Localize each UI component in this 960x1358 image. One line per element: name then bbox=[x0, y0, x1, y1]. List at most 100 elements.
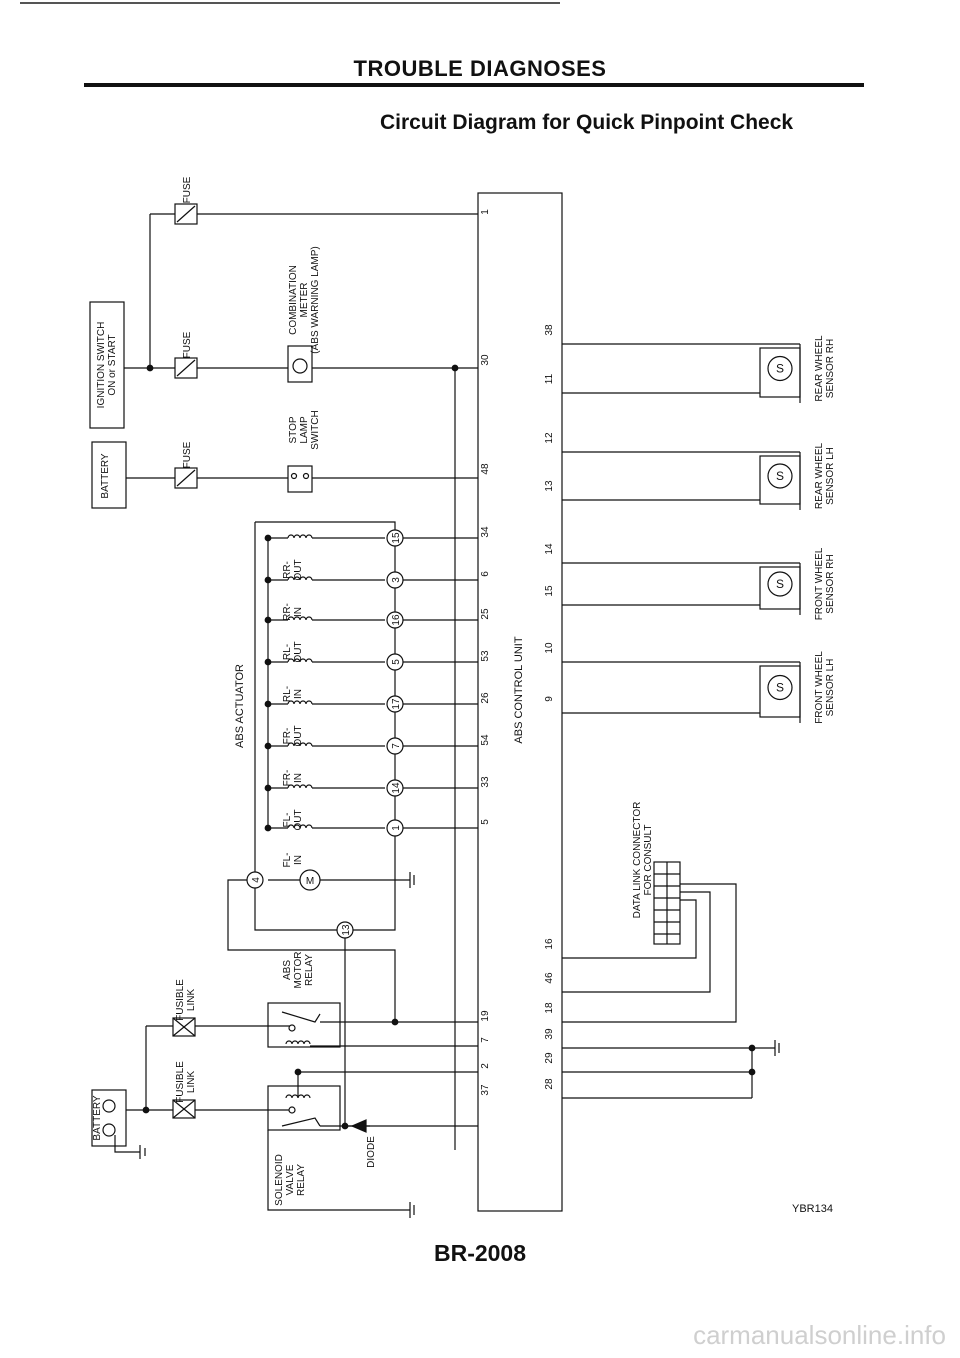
actuator-pin-circle bbox=[386, 571, 404, 589]
cu-left-pin: 33 bbox=[480, 776, 491, 788]
cu-left-pin: 25 bbox=[480, 608, 491, 620]
junction-dot bbox=[264, 616, 272, 624]
cu-left-pin: 30 bbox=[480, 354, 491, 366]
junction-dot bbox=[451, 364, 459, 372]
solenoid-label-line: FR- bbox=[282, 770, 293, 787]
fusible-link-element bbox=[172, 1099, 196, 1119]
figure-id: YBR134 bbox=[792, 1203, 833, 1215]
cu-left-pin: 19 bbox=[480, 1010, 491, 1022]
actuator-pin-circle bbox=[386, 653, 404, 671]
wheel-sensor-box bbox=[759, 566, 801, 610]
relay-contact bbox=[288, 1024, 296, 1032]
solenoid-coil bbox=[305, 824, 313, 829]
junction-dot bbox=[341, 1122, 349, 1130]
solenoid-label-line: IN bbox=[293, 689, 304, 699]
solenoid-valve-relay-label-line: VALVE bbox=[285, 1164, 296, 1195]
actuator-pin-circle bbox=[336, 921, 354, 939]
junction-dot bbox=[142, 1106, 150, 1114]
abs-control-unit-label: ABS CONTROL UNIT bbox=[513, 636, 525, 743]
relay-coil bbox=[285, 1040, 311, 1045]
cu-right-pin: 38 bbox=[544, 324, 555, 336]
junction-dot bbox=[146, 364, 154, 372]
solenoid-label-line: OUT bbox=[293, 725, 304, 746]
actuator-pin-circle bbox=[386, 611, 404, 629]
data-link-connector-label-line: FOR CONSULT bbox=[643, 825, 654, 896]
cu-right-pin: 29 bbox=[544, 1052, 555, 1064]
solenoid-label-line: RR- bbox=[282, 561, 293, 579]
warning-lamp-symbol bbox=[292, 358, 308, 374]
junction-dot bbox=[391, 1018, 399, 1026]
abs-motor-relay-box bbox=[267, 1002, 341, 1048]
junction-dot bbox=[264, 700, 272, 708]
fusible-link-label-line: FUSIBLE bbox=[175, 1061, 186, 1103]
junction-dot bbox=[264, 742, 272, 750]
battery-top-label: BATTERY bbox=[100, 453, 111, 499]
solenoid-coil bbox=[299, 700, 307, 705]
abs-motor-relay-label-line: ABS bbox=[282, 960, 293, 980]
actuator-pin-circle bbox=[386, 737, 404, 755]
actuator-pin-circle bbox=[386, 695, 404, 713]
cu-right-pin: 16 bbox=[544, 938, 555, 950]
abs-actuator-outline bbox=[254, 521, 396, 931]
cu-left-pin: 26 bbox=[480, 692, 491, 704]
junction-dot bbox=[264, 576, 272, 584]
fusible-link-1 bbox=[172, 1017, 196, 1037]
solenoid-label-line: IN bbox=[293, 773, 304, 783]
relay-switch bbox=[281, 1117, 321, 1127]
sensor-s: S bbox=[776, 469, 784, 483]
cu-right-pin: 39 bbox=[544, 1028, 555, 1040]
fuse-top bbox=[174, 203, 198, 225]
watermark: carmanualsonline.info bbox=[693, 1320, 946, 1350]
battery-top-box bbox=[91, 441, 127, 509]
cu-left-pin: 54 bbox=[480, 734, 491, 746]
fusible-link-label-line: FUSIBLE bbox=[175, 979, 186, 1021]
battery-terminal bbox=[102, 1123, 116, 1137]
sensor-s: S bbox=[776, 577, 784, 591]
switch-contact bbox=[302, 472, 310, 480]
solenoid-coil bbox=[305, 658, 313, 663]
solenoid-label-line: OUT bbox=[293, 809, 304, 830]
abs-control-unit-box bbox=[477, 192, 563, 1212]
combination-meter-label-line: (ABS WARNING LAMP) bbox=[310, 246, 321, 353]
actuator-pin-circle bbox=[386, 779, 404, 797]
cu-right-pin: 10 bbox=[544, 642, 555, 654]
cu-right-pin: 14 bbox=[544, 543, 555, 555]
switch-contact bbox=[290, 472, 298, 480]
abs-actuator-label: ABS ACTUATOR bbox=[234, 664, 246, 748]
fusible-link-2 bbox=[172, 1099, 196, 1119]
battery-bottom-box bbox=[91, 1089, 127, 1147]
cu-right-pin: 18 bbox=[544, 1002, 555, 1014]
cu-right-pin: 28 bbox=[544, 1078, 555, 1090]
actuator-pin-number: 13 bbox=[341, 924, 352, 936]
relay-contact bbox=[288, 1106, 296, 1114]
ignition-switch-box bbox=[89, 301, 125, 429]
cu-left-pin: 37 bbox=[480, 1084, 491, 1096]
solenoid-coil bbox=[299, 534, 307, 539]
cu-left-pin: 7 bbox=[480, 1037, 491, 1043]
fuse-label: FUSE bbox=[182, 331, 193, 358]
solenoid-valve-relay-label-line: SOLENOID bbox=[274, 1154, 285, 1206]
fuse-top-element bbox=[176, 205, 196, 223]
junction-dot bbox=[264, 658, 272, 666]
page-title: TROUBLE DIAGNOSES bbox=[353, 56, 607, 81]
solenoid-label-line: OUT bbox=[293, 641, 304, 662]
solenoid-label-line: RL- bbox=[282, 686, 293, 702]
wire-solenoid-common-feed bbox=[344, 938, 370, 1127]
actuator-pin-number: 5 bbox=[391, 659, 402, 665]
combination-meter-label-line: METER bbox=[299, 283, 310, 318]
ignition-switch-label-line: ON or START bbox=[107, 334, 118, 395]
solenoid-label-line: FR- bbox=[282, 728, 293, 745]
solenoid-label-line: RR- bbox=[282, 603, 293, 621]
battery-bottom-label: BATTERY bbox=[92, 1095, 103, 1141]
solenoid-coil bbox=[305, 576, 313, 581]
fuse-ign-element bbox=[176, 359, 196, 377]
stop-lamp-switch-box bbox=[287, 465, 313, 493]
solenoid-coil bbox=[305, 742, 313, 747]
wire-solenoid-ground bbox=[267, 1130, 410, 1211]
solenoid-coil bbox=[293, 534, 301, 539]
cu-right-pin: 13 bbox=[544, 480, 555, 492]
cu-left-pin: 34 bbox=[480, 526, 491, 538]
junction-dot bbox=[294, 1068, 302, 1076]
sensor-s: S bbox=[776, 362, 784, 376]
